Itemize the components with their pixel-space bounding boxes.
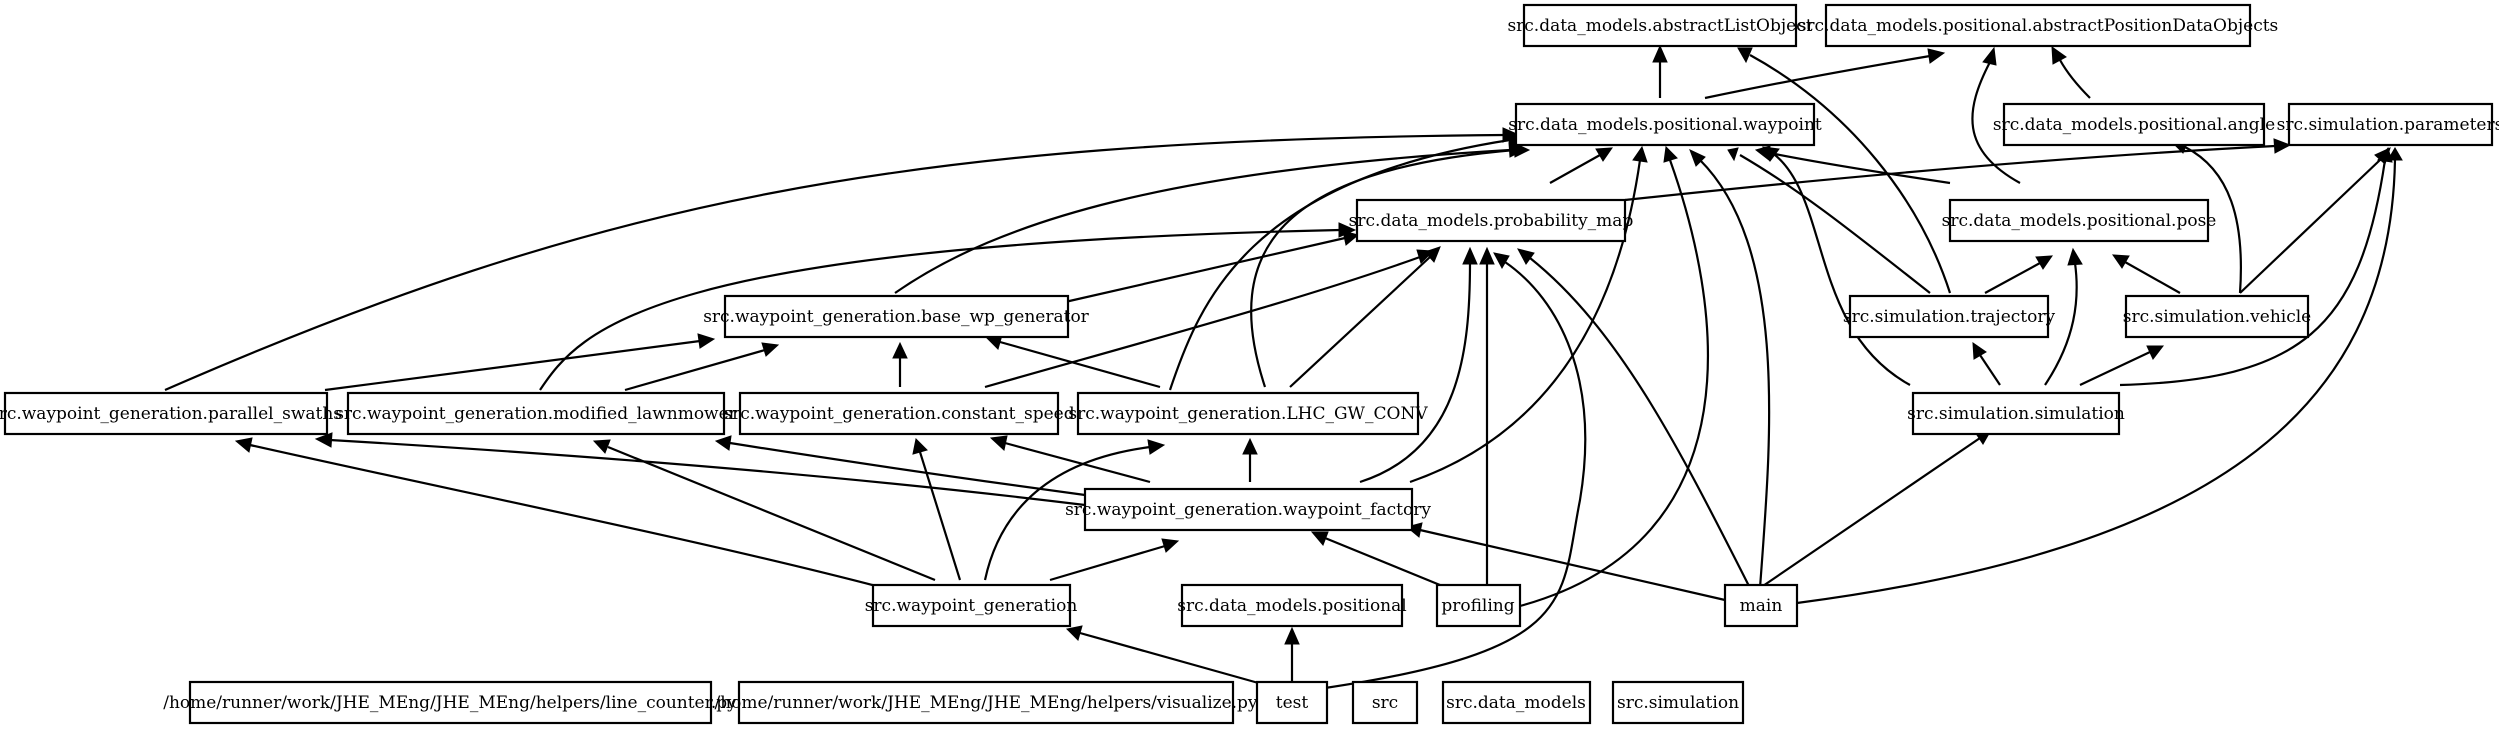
svg-text:src.waypoint_generation: src.waypoint_generation [865, 596, 1078, 616]
node-angle[interactable]: src.data_models.positional.angle [1993, 102, 2275, 147]
node-visualize[interactable]: /home/runner/work/JHE_MEng/JHE_MEng/help… [714, 680, 1258, 725]
node-constant-speed[interactable]: src.waypoint_generation.constant_speed [723, 391, 1075, 436]
node-trajectory[interactable]: src.simulation.trajectory [1843, 294, 2056, 339]
edge-simulation-to-waypoint [1762, 146, 1911, 386]
svg-text:/home/runner/work/JHE_MEng/JHE: /home/runner/work/JHE_MEng/JHE_MEng/help… [163, 693, 737, 713]
svg-text:src.waypoint_generation.consta: src.waypoint_generation.constant_speed [723, 404, 1074, 424]
edge-simulation-to-vehicle [2079, 345, 2165, 386]
svg-text:src.data_models.positional.way: src.data_models.positional.waypoint [1508, 115, 1822, 135]
edge-profiling-to-waypointfactory [1310, 531, 1441, 587]
edge-waypointfactory-to-lhc [1242, 437, 1258, 482]
svg-text:profiling: profiling [1441, 596, 1514, 616]
edge-waypointfactory-to-parallelswaths [314, 432, 1086, 507]
edge-waypointgeneration-to-constantspeed [912, 437, 962, 581]
edge-lhc-to-probabilitymap [1289, 246, 1441, 388]
svg-text:src.data_models.abstractListOb: src.data_models.abstractListObject [1507, 16, 1812, 36]
node-abstract-list-object[interactable]: src.data_models.abstractListObject [1507, 3, 1813, 48]
svg-text:/home/runner/work/JHE_MEng/JHE: /home/runner/work/JHE_MEng/JHE_MEng/help… [714, 693, 1257, 713]
node-main[interactable]: main [1723, 583, 1799, 628]
edge-lhc-to-waypoint [1250, 142, 1531, 388]
edge-test-to-probabilitymap [1324, 252, 1587, 690]
edge-waypointfactory-to-modifiedlawnmower [714, 435, 1086, 497]
edge-probabilitymap-to-waypoint [1549, 147, 1613, 184]
edge-waypoint-to-abstractpositiondataobjects [1704, 48, 1946, 100]
edge-waypointfactory-to-constantspeed [989, 435, 1151, 484]
svg-text:main: main [1740, 596, 1783, 616]
node-lhc-gw-conv[interactable]: src.waypoint_generation.LHC_GW_CONV [1068, 391, 1428, 436]
edge-waypointgeneration-to-modifiedlawnmower [592, 439, 936, 582]
edge-parallelswaths-to-basewpgenerator [324, 333, 716, 392]
node-parameters[interactable]: src.simulation.parameters [2277, 102, 2499, 147]
node-modified-lawnmower[interactable]: src.waypoint_generation.modified_lawnmow… [335, 391, 738, 436]
edge-main-to-probabilitymap [1517, 248, 1751, 589]
svg-text:src.data_models.positional: src.data_models.positional [1177, 596, 1406, 616]
node-waypoint[interactable]: src.data_models.positional.waypoint [1508, 102, 1822, 147]
edge-pose-to-abstractpositiondataobjects [1971, 46, 2021, 184]
svg-text:src.simulation.simulation: src.simulation.simulation [1907, 404, 2125, 424]
svg-text:src.waypoint_generation.LHC_GW: src.waypoint_generation.LHC_GW_CONV [1068, 404, 1428, 424]
edge-trajectory-to-pose [1984, 255, 2053, 294]
edge-simulation-to-trajectory [1972, 342, 2001, 386]
node-vehicle[interactable]: src.simulation.vehicle [2123, 294, 2312, 339]
svg-text:src.data_models.positional.abs: src.data_models.positional.abstractPosit… [1798, 16, 2279, 36]
node-line-counter[interactable]: /home/runner/work/JHE_MEng/JHE_MEng/help… [163, 680, 737, 725]
edge-waypointfactory-to-probabilitymap [1359, 246, 1478, 484]
svg-text:src.simulation.parameters: src.simulation.parameters [2277, 115, 2499, 135]
edge-test-to-positional [1284, 626, 1300, 682]
node-abstract-position-data-objects[interactable]: src.data_models.positional.abstractPosit… [1798, 3, 2279, 48]
edge-trajectory-to-abstractlistobject [1737, 47, 1952, 294]
svg-text:src: src [1372, 693, 1398, 713]
svg-text:test: test [1276, 693, 1309, 713]
svg-text:src.simulation.trajectory: src.simulation.trajectory [1843, 307, 2056, 327]
node-probability-map[interactable]: src.data_models.probability_map [1349, 198, 1634, 243]
svg-text:src.waypoint_generation.modifi: src.waypoint_generation.modified_lawnmow… [335, 404, 737, 424]
edge-profiling-to-waypoint [1519, 145, 1709, 608]
edge-modifiedlawnmower-to-basewpgenerator [624, 342, 780, 392]
edge-waypointfactory-to-waypoint [1409, 145, 1648, 484]
edge-profiling-to-probabilitymap [1479, 246, 1495, 585]
edge-vehicle-to-pose [2112, 254, 2181, 294]
svg-text:src.waypoint_generation.base_w: src.waypoint_generation.base_wp_generato… [703, 307, 1089, 327]
svg-text:src.waypoint_generation.waypoi: src.waypoint_generation.waypoint_factory [1065, 500, 1431, 520]
svg-text:src.data_models: src.data_models [1446, 693, 1586, 713]
edge-probabilitymap-to-parameters [1624, 138, 2292, 202]
edge-waypointgeneration-to-lhc [983, 439, 1166, 581]
edge-waypoint-to-abstractlistobject [1652, 44, 1668, 98]
node-simulation-package[interactable]: src.simulation [1611, 680, 1745, 725]
edge-waypointgeneration-to-waypointfactory [1049, 538, 1180, 582]
node-test[interactable]: test [1255, 680, 1329, 725]
node-pose[interactable]: src.data_models.positional.pose [1942, 198, 2217, 243]
node-parallel-swaths[interactable]: src.waypoint_generation.parallel_swaths [0, 391, 342, 436]
edge-modifiedlawnmower-to-probabilitymap [539, 222, 1357, 391]
node-simulation[interactable]: src.simulation.simulation [1907, 391, 2125, 436]
edge-basewpgenerator-to-probabilitymap [1064, 230, 1360, 304]
edge-constantspeed-to-basewpgenerator [892, 341, 908, 387]
node-profiling[interactable]: profiling [1435, 583, 1522, 628]
node-data-models[interactable]: src.data_models [1441, 680, 1592, 725]
svg-text:src.data_models.positional.pos: src.data_models.positional.pose [1942, 211, 2217, 231]
edge-simulation-to-pose [2044, 247, 2083, 386]
svg-text:src.waypoint_generation.parall: src.waypoint_generation.parallel_swaths [0, 404, 342, 424]
svg-text:src.simulation.vehicle: src.simulation.vehicle [2123, 307, 2312, 327]
edge-test-to-waypointgeneration [1065, 625, 1263, 686]
svg-text:src.data_models.positional.ang: src.data_models.positional.angle [1993, 115, 2275, 135]
node-src[interactable]: src [1351, 680, 1419, 725]
edge-trajectory-to-waypoint [1727, 147, 1931, 294]
edge-main-to-simulation [1759, 429, 1992, 589]
node-positional[interactable]: src.data_models.positional [1177, 583, 1407, 628]
svg-text:src.data_models.probability_ma: src.data_models.probability_map [1349, 211, 1634, 231]
node-waypoint-factory[interactable]: src.waypoint_generation.waypoint_factory [1065, 487, 1431, 532]
svg-text:src.simulation: src.simulation [1617, 693, 1739, 713]
edge-angle-to-abstractpositiondataobjects [2051, 45, 2091, 99]
edge-waypointgeneration-to-parallelswaths [234, 437, 881, 589]
node-waypoint-generation[interactable]: src.waypoint_generation [865, 583, 1078, 628]
edge-main-to-waypoint [1689, 149, 1771, 589]
edge-main-to-parameters [1796, 147, 2403, 605]
node-base-wp-generator[interactable]: src.waypoint_generation.base_wp_generato… [703, 294, 1090, 339]
edge-vehicle-to-parameters [2239, 147, 2391, 294]
